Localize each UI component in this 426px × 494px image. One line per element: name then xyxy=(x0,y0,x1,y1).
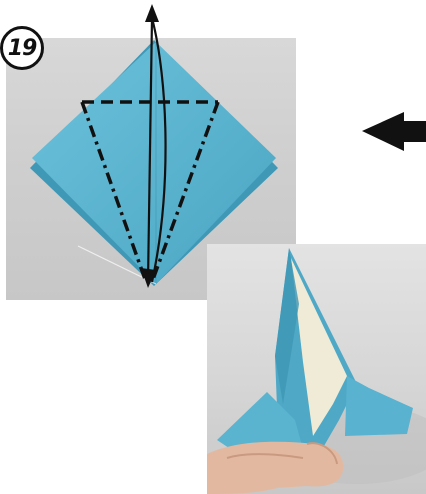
paper-shading xyxy=(275,248,299,404)
mountain-fold-line-left xyxy=(80,101,148,283)
folding-model xyxy=(207,248,426,494)
step-number-badge: 19 xyxy=(0,26,44,70)
hand-folding-photo xyxy=(207,244,426,494)
arrow-head-top xyxy=(145,4,159,22)
finger-edge xyxy=(226,453,304,459)
finger-crease xyxy=(306,442,338,465)
paper-inner-white xyxy=(291,258,347,436)
paper-right-flap xyxy=(345,376,413,436)
hand xyxy=(207,441,344,494)
arrow-left-shape xyxy=(362,112,426,151)
